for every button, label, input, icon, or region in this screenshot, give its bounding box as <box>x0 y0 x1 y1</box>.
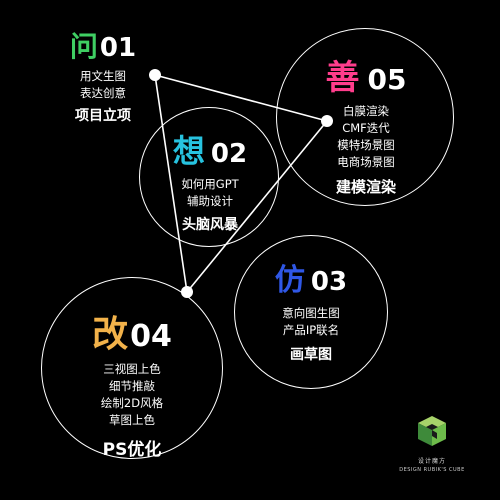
rubiks-cube-logo-icon <box>418 416 446 446</box>
step-02-line-1: 如何用GPT <box>181 177 239 191</box>
step-04-title: PS优化 <box>102 440 162 460</box>
step-05-heading: 善 05 <box>306 50 426 99</box>
step-05-title: 建模渲染 <box>335 178 396 196</box>
step-05-line-4: 电商场景图 <box>337 155 395 169</box>
step-02-line-2: 辅助设计 <box>187 194 233 208</box>
step-03-title: 画草图 <box>290 347 332 363</box>
step-04-line-3: 绘制2D风格 <box>100 396 164 410</box>
step-03-heading: 仿 03 <box>256 255 366 299</box>
step-05-line-1: 白膜渲染 <box>343 104 389 118</box>
step-02-number: 02 <box>210 139 248 169</box>
step-04-line-1: 三视图上色 <box>103 362 161 376</box>
logo-english-name: DESIGN RUBIK'S CUBE <box>399 467 465 473</box>
step-05-line-3: 模特场景图 <box>337 138 395 152</box>
step-04-line-2: 细节推敲 <box>109 379 155 393</box>
step-04: 改 04 三视图上色 细节推敲 绘制2D风格 草图上色 PS优化 <box>72 305 192 460</box>
step-04-glyph: 改 <box>92 314 129 355</box>
step-04-number: 04 <box>130 319 172 354</box>
circle-02 <box>139 107 279 247</box>
connector-node-01 <box>149 69 161 81</box>
step-02-glyph: 想 <box>172 132 205 170</box>
step-01-heading: 问 01 <box>48 25 158 65</box>
step-03: 仿 03 意向图生图 产品IP联名 画草图 <box>256 255 366 364</box>
step-02: 想 02 如何用GPT 辅助设计 头脑风暴 <box>155 126 265 234</box>
step-03-number: 03 <box>310 267 348 297</box>
logo-chinese-name: 设计魔方 <box>417 458 446 465</box>
step-01-title: 项目立项 <box>75 108 131 124</box>
step-02-title: 头脑风暴 <box>182 217 238 233</box>
step-02-heading: 想 02 <box>155 126 265 172</box>
circle-04 <box>41 277 223 459</box>
step-01-line-1: 用文生图 <box>80 69 126 83</box>
step-05: 善 05 白膜渲染 CMF迭代 模特场景图 电商场景图 建模渲染 <box>306 50 426 197</box>
step-05-glyph: 善 <box>325 58 360 98</box>
step-01: 问 01 用文生图 表达创意 项目立项 <box>48 25 158 125</box>
circle-05 <box>276 28 454 206</box>
step-04-heading: 改 04 <box>72 305 192 357</box>
step-01-glyph: 问 <box>69 30 98 63</box>
step-04-line-4: 草图上色 <box>109 413 155 427</box>
step-03-line-2: 产品IP联名 <box>282 323 340 337</box>
step-01-number: 01 <box>99 33 137 63</box>
step-05-line-2: CMF迭代 <box>342 121 390 135</box>
step-01-line-2: 表达创意 <box>80 86 126 100</box>
step-05-number: 05 <box>367 63 407 96</box>
circle-03 <box>234 235 388 389</box>
step-03-line-1: 意向图生图 <box>282 306 340 320</box>
brand-logo: 设计魔方 DESIGN RUBIK'S CUBE <box>384 414 480 473</box>
step-03-glyph: 仿 <box>274 263 305 298</box>
